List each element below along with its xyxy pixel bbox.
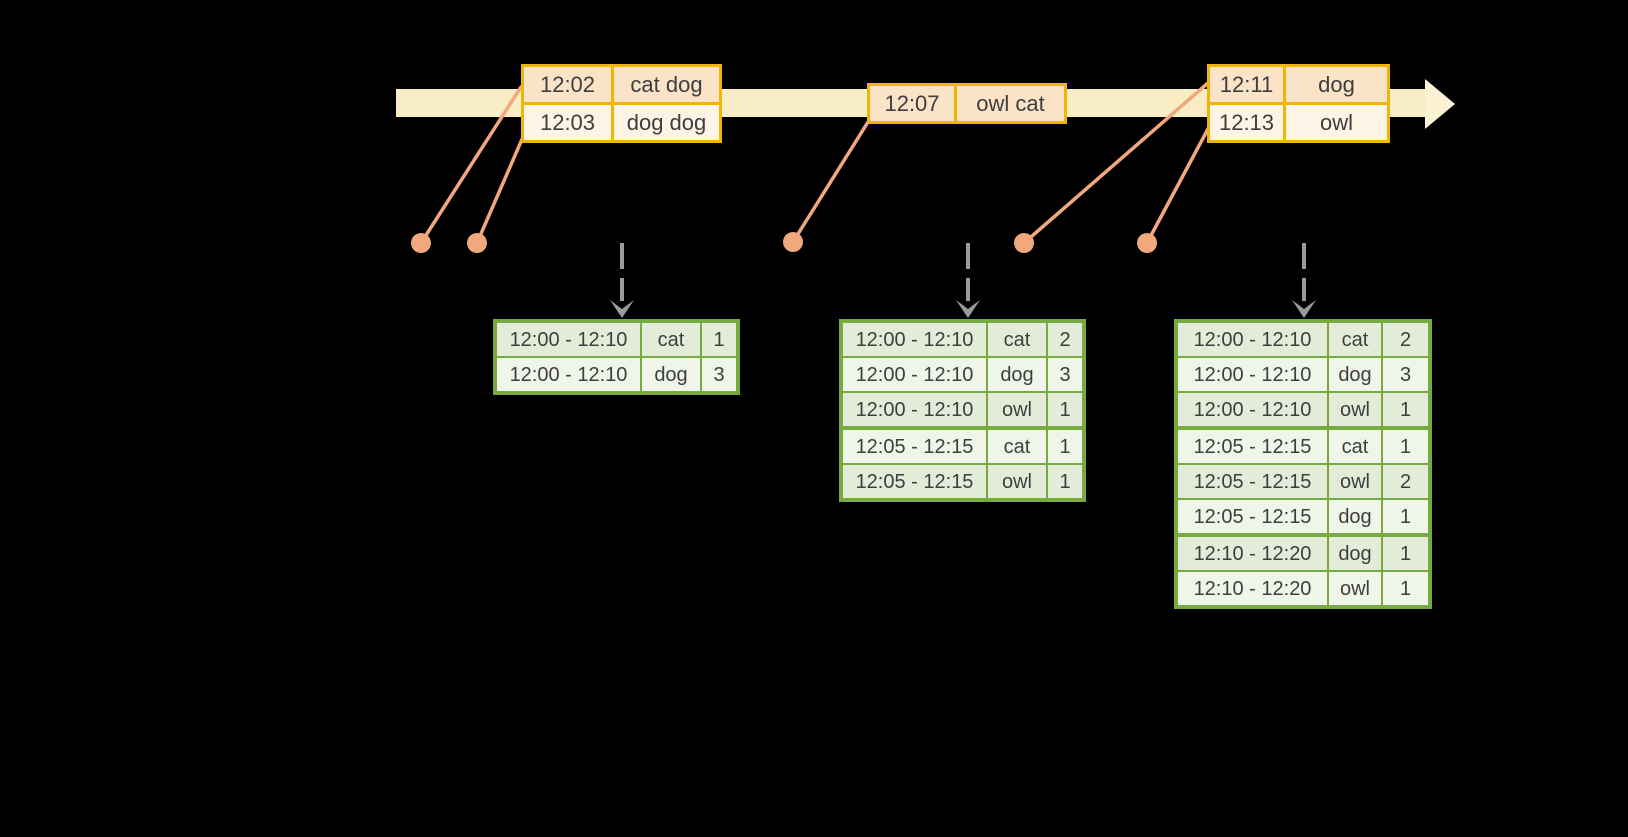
result-count-cell: 3 <box>702 358 736 391</box>
result-window-cell: 12:10 - 12:20 <box>1178 537 1327 570</box>
result-count-cell: 1 <box>1383 537 1428 570</box>
result-count-cell: 1 <box>1048 393 1082 426</box>
event-time-cell: 12:02 <box>524 67 611 102</box>
event-time-cell: 12:13 <box>1210 105 1283 140</box>
event-connector-line <box>791 120 870 244</box>
result-count-cell: 2 <box>1383 465 1428 498</box>
result-word-cell: dog <box>1329 537 1381 570</box>
result-word-cell: cat <box>1329 323 1381 356</box>
result-count-cell: 2 <box>1383 323 1428 356</box>
result-window-cell: 12:00 - 12:10 <box>497 323 640 356</box>
result-count-cell: 1 <box>1383 572 1428 605</box>
result-window-cell: 12:00 - 12:10 <box>843 323 986 356</box>
event-dot <box>1137 233 1157 253</box>
result-count-cell: 1 <box>1383 430 1428 463</box>
result-count-cell: 3 <box>1383 358 1428 391</box>
result-window-cell: 12:00 - 12:10 <box>1178 393 1327 426</box>
result-count-cell: 3 <box>1048 358 1082 391</box>
event-time-cell: 12:03 <box>524 105 611 140</box>
trigger-arrowhead-icon <box>610 300 634 318</box>
event-connector-line <box>419 85 523 245</box>
event-connector-line <box>1022 81 1210 245</box>
event-connector-line <box>1145 125 1211 245</box>
event-words-cell: dog <box>1286 67 1387 102</box>
event-words-cell: owl cat <box>957 86 1064 121</box>
event-dot <box>467 233 487 253</box>
trigger-arrowhead-icon <box>956 300 980 318</box>
result-window-cell: 12:00 - 12:10 <box>497 358 640 391</box>
event-time-cell: 12:11 <box>1210 67 1283 102</box>
result-window-cell: 12:05 - 12:15 <box>1178 465 1327 498</box>
event-words-cell: cat dog <box>614 67 719 102</box>
event-words-cell: owl <box>1286 105 1387 140</box>
result-word-cell: cat <box>988 323 1046 356</box>
timeline-arrowhead <box>1425 79 1455 129</box>
result-word-cell: owl <box>1329 572 1381 605</box>
result-count-cell: 2 <box>1048 323 1082 356</box>
result-word-cell: dog <box>642 358 700 391</box>
result-word-cell: cat <box>642 323 700 356</box>
event-dot <box>1014 233 1034 253</box>
result-window-cell: 12:10 - 12:20 <box>1178 572 1327 605</box>
result-window-cell: 12:00 - 12:10 <box>843 358 986 391</box>
result-count-cell: 1 <box>1383 393 1428 426</box>
result-word-cell: owl <box>1329 465 1381 498</box>
event-dot <box>783 232 803 252</box>
result-count-cell: 1 <box>702 323 736 356</box>
result-word-cell: dog <box>1329 500 1381 533</box>
result-count-cell: 1 <box>1383 500 1428 533</box>
result-count-cell: 1 <box>1048 430 1082 463</box>
result-word-cell: dog <box>1329 358 1381 391</box>
result-count-cell: 1 <box>1048 465 1082 498</box>
event-words-cell: dog dog <box>614 105 719 140</box>
result-word-cell: owl <box>988 393 1046 426</box>
result-window-cell: 12:05 - 12:15 <box>843 430 986 463</box>
result-word-cell: owl <box>1329 393 1381 426</box>
result-word-cell: dog <box>988 358 1046 391</box>
result-window-cell: 12:00 - 12:10 <box>1178 358 1327 391</box>
result-window-cell: 12:00 - 12:10 <box>843 393 986 426</box>
result-word-cell: cat <box>988 430 1046 463</box>
result-window-cell: 12:05 - 12:15 <box>843 465 986 498</box>
result-word-cell: owl <box>988 465 1046 498</box>
result-window-cell: 12:05 - 12:15 <box>1178 500 1327 533</box>
result-word-cell: cat <box>1329 430 1381 463</box>
trigger-arrowhead-icon <box>1292 300 1316 318</box>
event-dot <box>411 233 431 253</box>
result-window-cell: 12:00 - 12:10 <box>1178 323 1327 356</box>
event-connector-line <box>475 135 525 245</box>
result-window-cell: 12:05 - 12:15 <box>1178 430 1327 463</box>
event-time-cell: 12:07 <box>870 86 954 121</box>
